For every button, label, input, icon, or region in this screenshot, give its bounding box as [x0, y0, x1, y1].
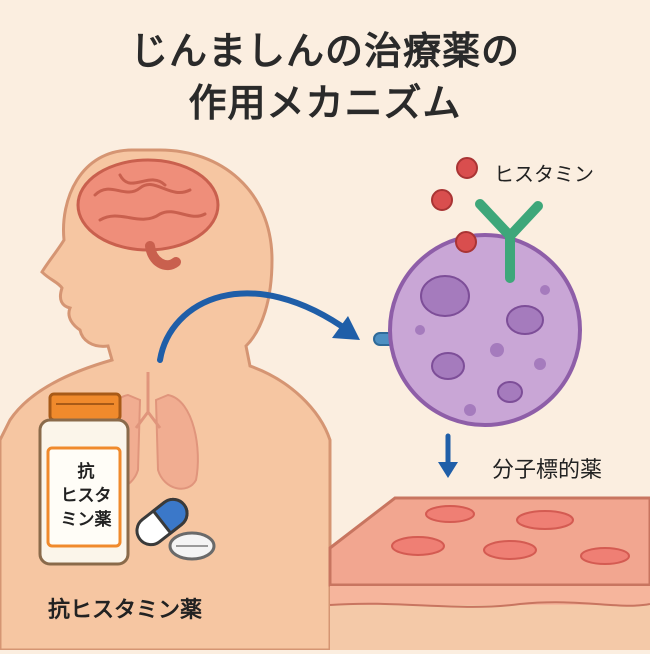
- brain-icon: [76, 158, 220, 271]
- flow-arrow-icon: [157, 290, 360, 363]
- histamine-dot: [455, 231, 477, 253]
- antihistamine-label: 抗ヒスタミン薬: [48, 598, 203, 623]
- down-arrow-icon: [438, 433, 458, 478]
- histamine-dot: [456, 157, 478, 179]
- skin-hives-icon: [328, 496, 650, 650]
- hive-welt: [425, 505, 475, 523]
- hive-welt: [516, 510, 574, 530]
- bottle-label-line-3: ミン薬: [60, 510, 112, 530]
- page-title-line-1: じんましんの治療薬の: [129, 29, 520, 73]
- monoclonal-drug-label: 分子標的薬: [492, 458, 603, 483]
- bottle-label-line-1: 抗: [77, 462, 95, 482]
- hive-welt: [580, 547, 630, 565]
- tablet-icon: [168, 531, 216, 561]
- pill-bottle-icon: [38, 392, 130, 566]
- antibody-icon: [475, 199, 543, 283]
- page-title-line-2: 作用メカニズム: [188, 81, 462, 125]
- bottle-label: 抗 ヒスタ ミン薬: [54, 460, 118, 532]
- mast-cell-icon: [388, 233, 582, 427]
- bottle-label-line-2: ヒスタ: [60, 486, 112, 506]
- hive-welt: [483, 540, 537, 560]
- histamine-molecules: [431, 157, 478, 253]
- histamine-dot: [431, 189, 453, 211]
- hive-welt: [391, 536, 445, 556]
- histamine-label: ヒスタミン: [494, 162, 594, 186]
- capsule-icon: [135, 497, 189, 547]
